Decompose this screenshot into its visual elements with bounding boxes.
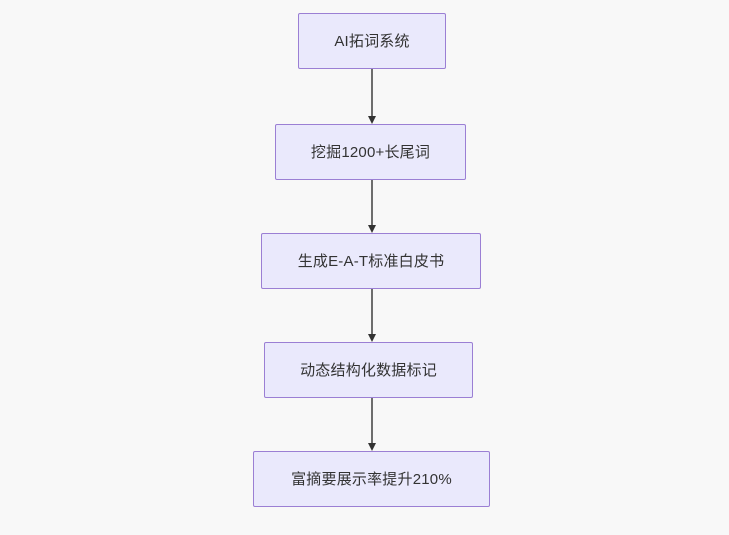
arrowhead-icon — [367, 116, 376, 124]
flowchart-node-label: AI拓词系统 — [334, 32, 410, 50]
flowchart-node-1[interactable]: AI拓词系统 — [298, 13, 446, 69]
edge-line — [371, 180, 373, 225]
flowchart-node-label: 生成E-A-T标准白皮书 — [297, 252, 445, 270]
flowchart-node-label: 富摘要展示率提升210% — [291, 470, 452, 488]
flowchart-node-label: 动态结构化数据标记 — [300, 361, 437, 379]
flowchart-node-label: 挖掘1200+长尾词 — [310, 143, 431, 161]
arrowhead-icon — [367, 225, 376, 233]
edge-line — [371, 289, 373, 334]
flowchart-node-2[interactable]: 挖掘1200+长尾词 — [275, 124, 466, 180]
flowchart-node-4[interactable]: 动态结构化数据标记 — [264, 342, 473, 398]
flowchart-node-5[interactable]: 富摘要展示率提升210% — [253, 451, 490, 507]
edge-line — [371, 398, 373, 443]
arrowhead-icon — [367, 443, 376, 451]
arrowhead-icon — [367, 334, 376, 342]
flowchart-node-3[interactable]: 生成E-A-T标准白皮书 — [261, 233, 481, 289]
edge-line — [371, 69, 373, 116]
